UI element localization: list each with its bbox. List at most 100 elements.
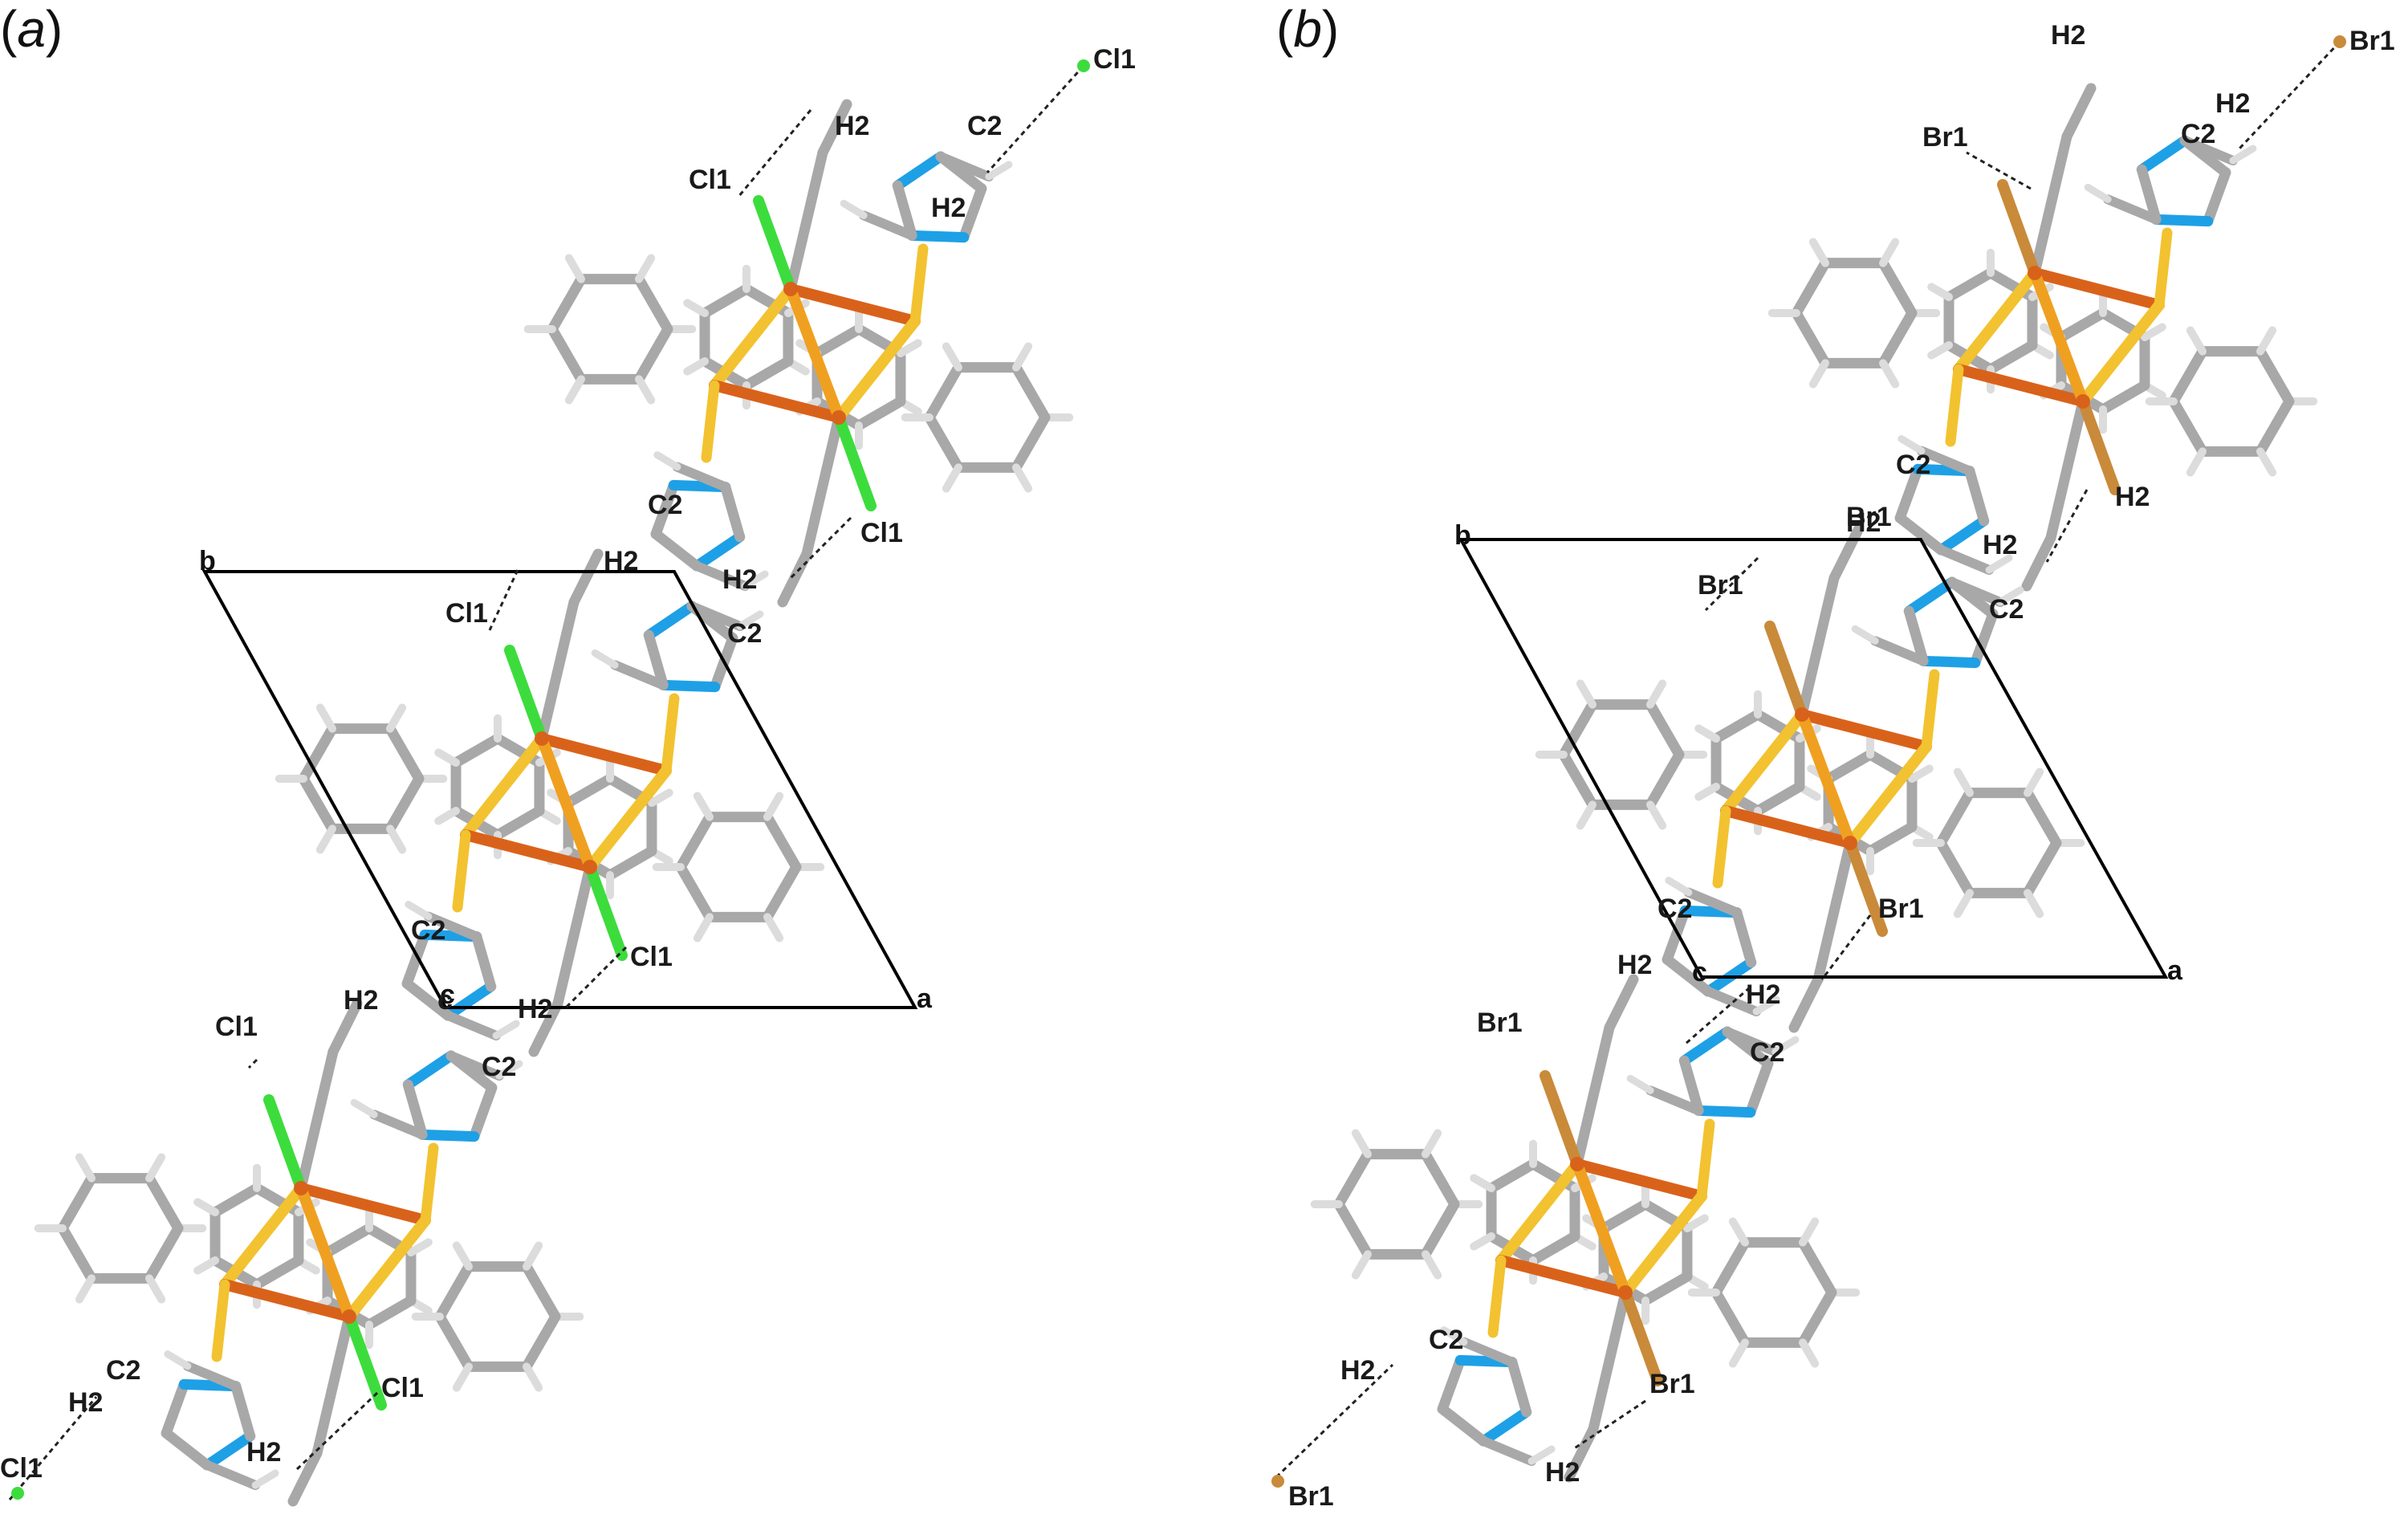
cu-s-bond [295, 1183, 431, 1226]
c-h-bond [1927, 341, 1954, 360]
phenyl-ring-bond [2255, 396, 2295, 457]
spine-bond [311, 1311, 355, 1459]
phenyl-ring-bond [2022, 788, 2062, 849]
phenyl-ring-bond [762, 812, 802, 873]
c-h-bond [1771, 1036, 1800, 1056]
phenyl-ring-bond [1985, 340, 2038, 375]
imidazole-ring-bond [1478, 1407, 1532, 1447]
cu-s-bond [219, 1183, 307, 1290]
cu-cu-bond [785, 283, 844, 423]
copper-atom [2028, 266, 2042, 280]
c-h-bond [942, 463, 962, 493]
c-h-bond [1012, 342, 1033, 372]
hydrogen-bond-dashed [1966, 151, 2032, 190]
c-h-bond [164, 1350, 192, 1370]
phenyl-ring-bond [1943, 267, 1996, 303]
c-h-bond [2024, 889, 2044, 918]
copper-atom [535, 731, 549, 746]
spine-bond [1812, 837, 1856, 985]
copper-atom [1570, 1157, 1584, 1171]
c-h-bond [1985, 554, 2013, 574]
c-h-bond [1470, 1232, 1496, 1251]
phenyl-ring-bond [1791, 258, 1831, 319]
c-h-bond [693, 792, 714, 821]
c-h-bond [193, 1198, 220, 1216]
methyl-bond [1722, 1027, 1780, 1057]
atom-label: H2 [68, 1387, 103, 1418]
spine-bond [777, 548, 812, 608]
imidazole-ring-bond [1662, 954, 1714, 997]
atom-label: Cl1 [381, 1373, 424, 1403]
c-h-bond [452, 1362, 473, 1392]
phenyl-ring-bond [741, 356, 794, 391]
c-h-bond [1422, 1250, 1442, 1280]
imidazole-ring-bond [650, 528, 702, 572]
phenyl-ring-bond [1865, 821, 1918, 857]
c-h-bond [1694, 783, 1721, 801]
phenyl-ring-bond [762, 861, 802, 922]
copper-atom [1795, 707, 1809, 722]
imidazole-ring-bond [1894, 463, 1923, 523]
c-h-bond [1752, 995, 1780, 1016]
imidazole-ring-bond [1437, 1354, 1466, 1415]
c-h-bond [736, 610, 764, 630]
cu-cu-bond [536, 733, 596, 873]
s-c-bond [1696, 1118, 1715, 1202]
phenyl-ring-bond [1645, 749, 1685, 810]
phenyl-ring-bond [1877, 258, 1918, 319]
atom-label: H2 [344, 985, 378, 1016]
spine-bond [785, 147, 828, 295]
imidazole-ring-bond [1678, 1026, 1733, 1066]
c-h-bond [1646, 679, 1667, 709]
phenyl-ring-bond [547, 324, 587, 385]
imidazole-ring-bond [643, 629, 669, 690]
phenyl-ring-bond [251, 1255, 304, 1290]
spine-bond [1604, 974, 1639, 1033]
c-h-bond [2229, 145, 2257, 165]
c-h-bond [406, 1238, 433, 1256]
c-h-bond [2084, 183, 2112, 203]
cu-s-bond [1953, 267, 2040, 375]
methyl-bond [445, 1051, 504, 1081]
atom-label: H2 [835, 111, 869, 141]
methyl-bond [692, 560, 750, 591]
copper-atom [1618, 1285, 1633, 1300]
atom-label: H2 [1983, 530, 2017, 560]
methyl-bond [935, 152, 994, 182]
phenyl-ring-bond [1710, 1287, 1751, 1348]
atom-label: Br1 [1698, 570, 1743, 601]
imidazole-ring-bond [230, 1381, 256, 1442]
atom-label: H2 [722, 564, 757, 595]
cu-s-bond [833, 316, 921, 423]
c-h-bond [591, 649, 619, 669]
phenyl-ring-bond [811, 324, 864, 359]
c-h-bond [1440, 1326, 1468, 1346]
cu-cu-bond [2029, 267, 2089, 407]
atom-label: C2 [1896, 450, 1930, 480]
phenyl-ring-bond [1486, 1158, 1539, 1194]
cu-halide-bond [584, 861, 628, 961]
c-h-bond [1351, 1250, 1372, 1280]
phenyl-ring-bond [144, 1223, 184, 1284]
imidazole-ring-bond [1970, 609, 1999, 669]
s-c-bond [661, 693, 680, 776]
imidazole-ring-bond [201, 1431, 256, 1471]
phenyl-ring-bond [675, 861, 715, 922]
phenyl-ring-bond [1935, 788, 1975, 849]
cu-s-bond [1572, 1158, 1707, 1202]
imidazole-ring-bond [2150, 214, 2214, 227]
methyl-bond [672, 462, 730, 492]
axis-label-c: c [1692, 957, 1707, 987]
phenyl-ring-bond [57, 1223, 97, 1284]
imidazole-ring-bond [1935, 515, 1990, 556]
imidazole-ring-bond [2203, 167, 2231, 227]
cu-s-bond [1720, 709, 1808, 816]
hydrogen-bond-dashed [737, 109, 812, 197]
phenyl-ring-bond [521, 1311, 561, 1372]
panel-label: (a) [0, 0, 63, 58]
imidazole-ring-bond [1693, 1105, 1756, 1118]
phenyl-ring-bond [2255, 346, 2295, 407]
phenyl-ring-bond [384, 723, 425, 784]
